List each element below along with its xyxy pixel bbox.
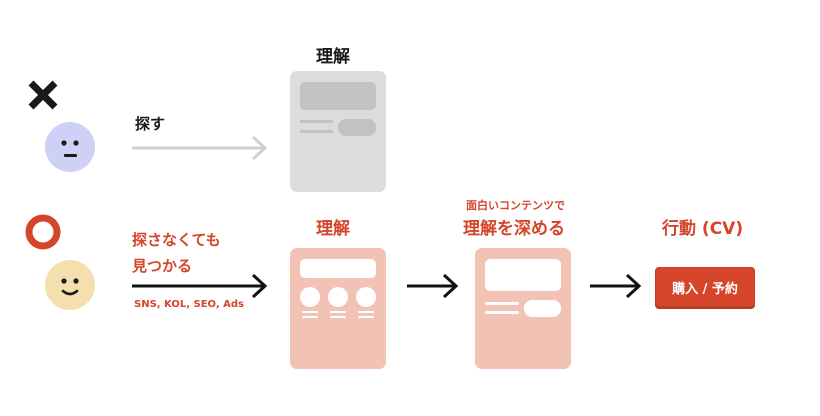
step2-subtitle: 面白いコンテンツで xyxy=(466,199,565,212)
gray-arrow-icon xyxy=(130,134,270,166)
found-label-line1: 探さなくても xyxy=(132,231,221,249)
card-block xyxy=(524,300,561,317)
deep-understanding-card xyxy=(475,248,571,369)
card-line xyxy=(302,316,318,318)
step1-title: 理解 xyxy=(316,219,350,239)
purchase-reserve-button[interactable]: 購入 / 予約 xyxy=(655,267,755,307)
card-line xyxy=(300,130,333,133)
arrow-step2-step3-icon xyxy=(588,272,644,304)
search-label: 探す xyxy=(135,115,166,133)
neutral-face-icon xyxy=(45,122,95,172)
card-block xyxy=(300,259,376,278)
card-block xyxy=(485,259,561,291)
step2-title: 理解を深める xyxy=(463,219,565,239)
found-label-line2: 見つかる xyxy=(132,257,193,275)
card-line xyxy=(358,311,374,313)
card-line xyxy=(330,316,346,318)
card-line xyxy=(302,311,318,313)
card-circle xyxy=(356,287,376,307)
card-block xyxy=(338,119,376,136)
card-block xyxy=(300,82,376,110)
card-line xyxy=(485,302,519,305)
understanding-card-gray xyxy=(290,71,386,192)
card-line xyxy=(485,311,519,314)
circle-icon xyxy=(24,213,62,255)
card-circle xyxy=(300,287,320,307)
black-arrow-icon xyxy=(130,272,270,304)
card-line xyxy=(330,311,346,313)
understanding-card-pink xyxy=(290,248,386,369)
cross-icon xyxy=(26,78,60,116)
card-line xyxy=(358,316,374,318)
card-line xyxy=(300,120,333,123)
bad-card-title: 理解 xyxy=(316,47,350,67)
step3-title: 行動 (CV) xyxy=(662,219,744,239)
happy-face-icon xyxy=(45,260,95,310)
card-circle xyxy=(328,287,348,307)
arrow-step1-step2-icon xyxy=(405,272,461,304)
channels-label: SNS, KOL, SEO, Ads xyxy=(134,299,244,310)
